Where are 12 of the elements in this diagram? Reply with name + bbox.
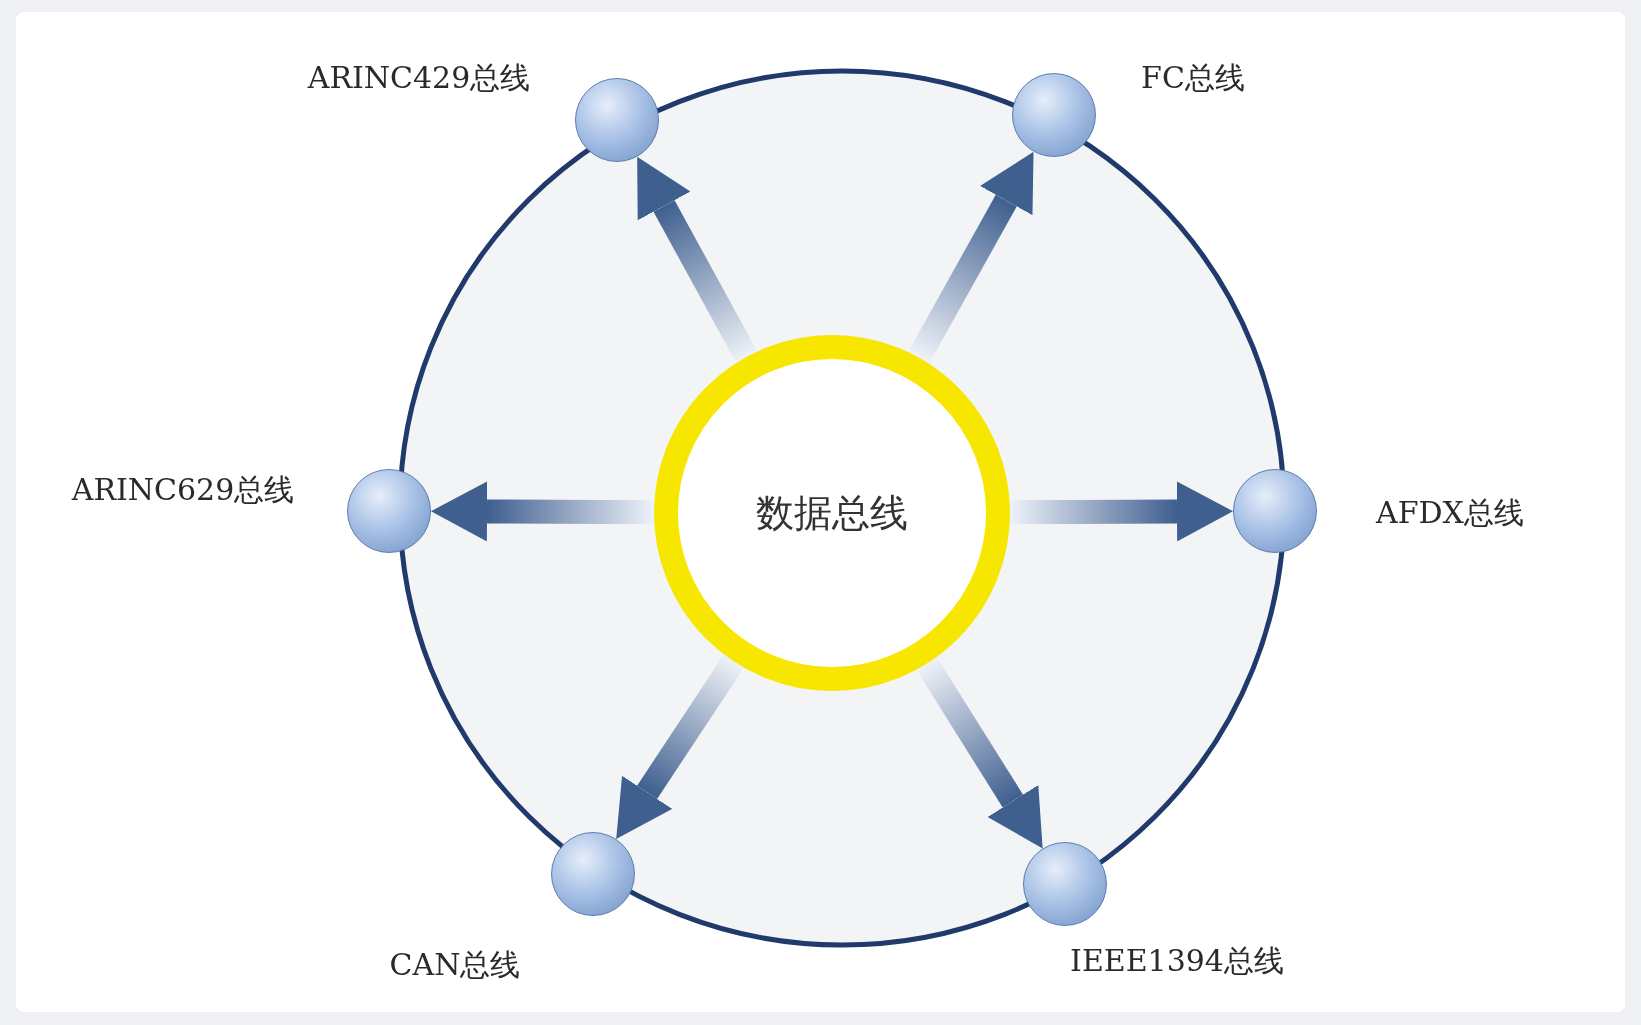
arrow [916,657,1043,849]
bus-label: ARINC629总线 [71,470,295,509]
arrow [908,151,1034,364]
arrow [637,156,758,363]
arrow [431,481,655,542]
bus-label: FC总线 [1141,58,1245,97]
bus-label: IEEE1394总线 [1070,941,1284,980]
bus-label: CAN总线 [389,945,521,984]
arrow [1009,481,1233,542]
bus-label: ARINC429总线 [307,58,531,97]
arrow [616,654,744,839]
bus-label: AFDX总线 [1376,493,1524,532]
